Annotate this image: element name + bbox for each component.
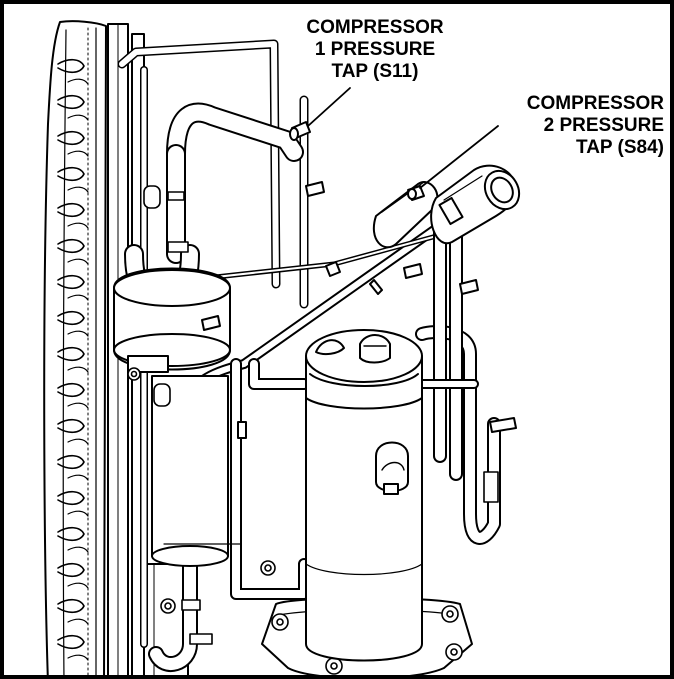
service-valves [201,181,517,439]
pressure-tap-s84 [407,185,425,201]
accumulator [113,267,231,373]
tube-clamps [143,185,499,645]
callout-compressor-2-pressure-tap: COMPRESSOR 2 PRESSURE TAP (S84) [474,93,664,159]
compressor-assembly-drawing [43,20,521,675]
leader-lines [307,87,499,189]
compressor-2 [305,329,423,662]
callout-2-line-3: TAP (S84) [576,137,664,158]
callout-2-line-1: COMPRESSOR [526,93,664,114]
callout-2-line-2: 2 PRESSURE [543,115,664,136]
pressure-tap-s11 [289,121,311,141]
callout-1-line-3: TAP (S11) [331,61,419,82]
condenser-coil [43,20,107,675]
callout-1-line-2: 1 PRESSURE [314,39,436,60]
callout-1-line-1: COMPRESSOR [306,17,444,38]
discharge-mufflers [373,164,521,249]
callout-compressor-1-pressure-tap: COMPRESSOR 1 PRESSURE TAP (S11) [300,17,450,83]
